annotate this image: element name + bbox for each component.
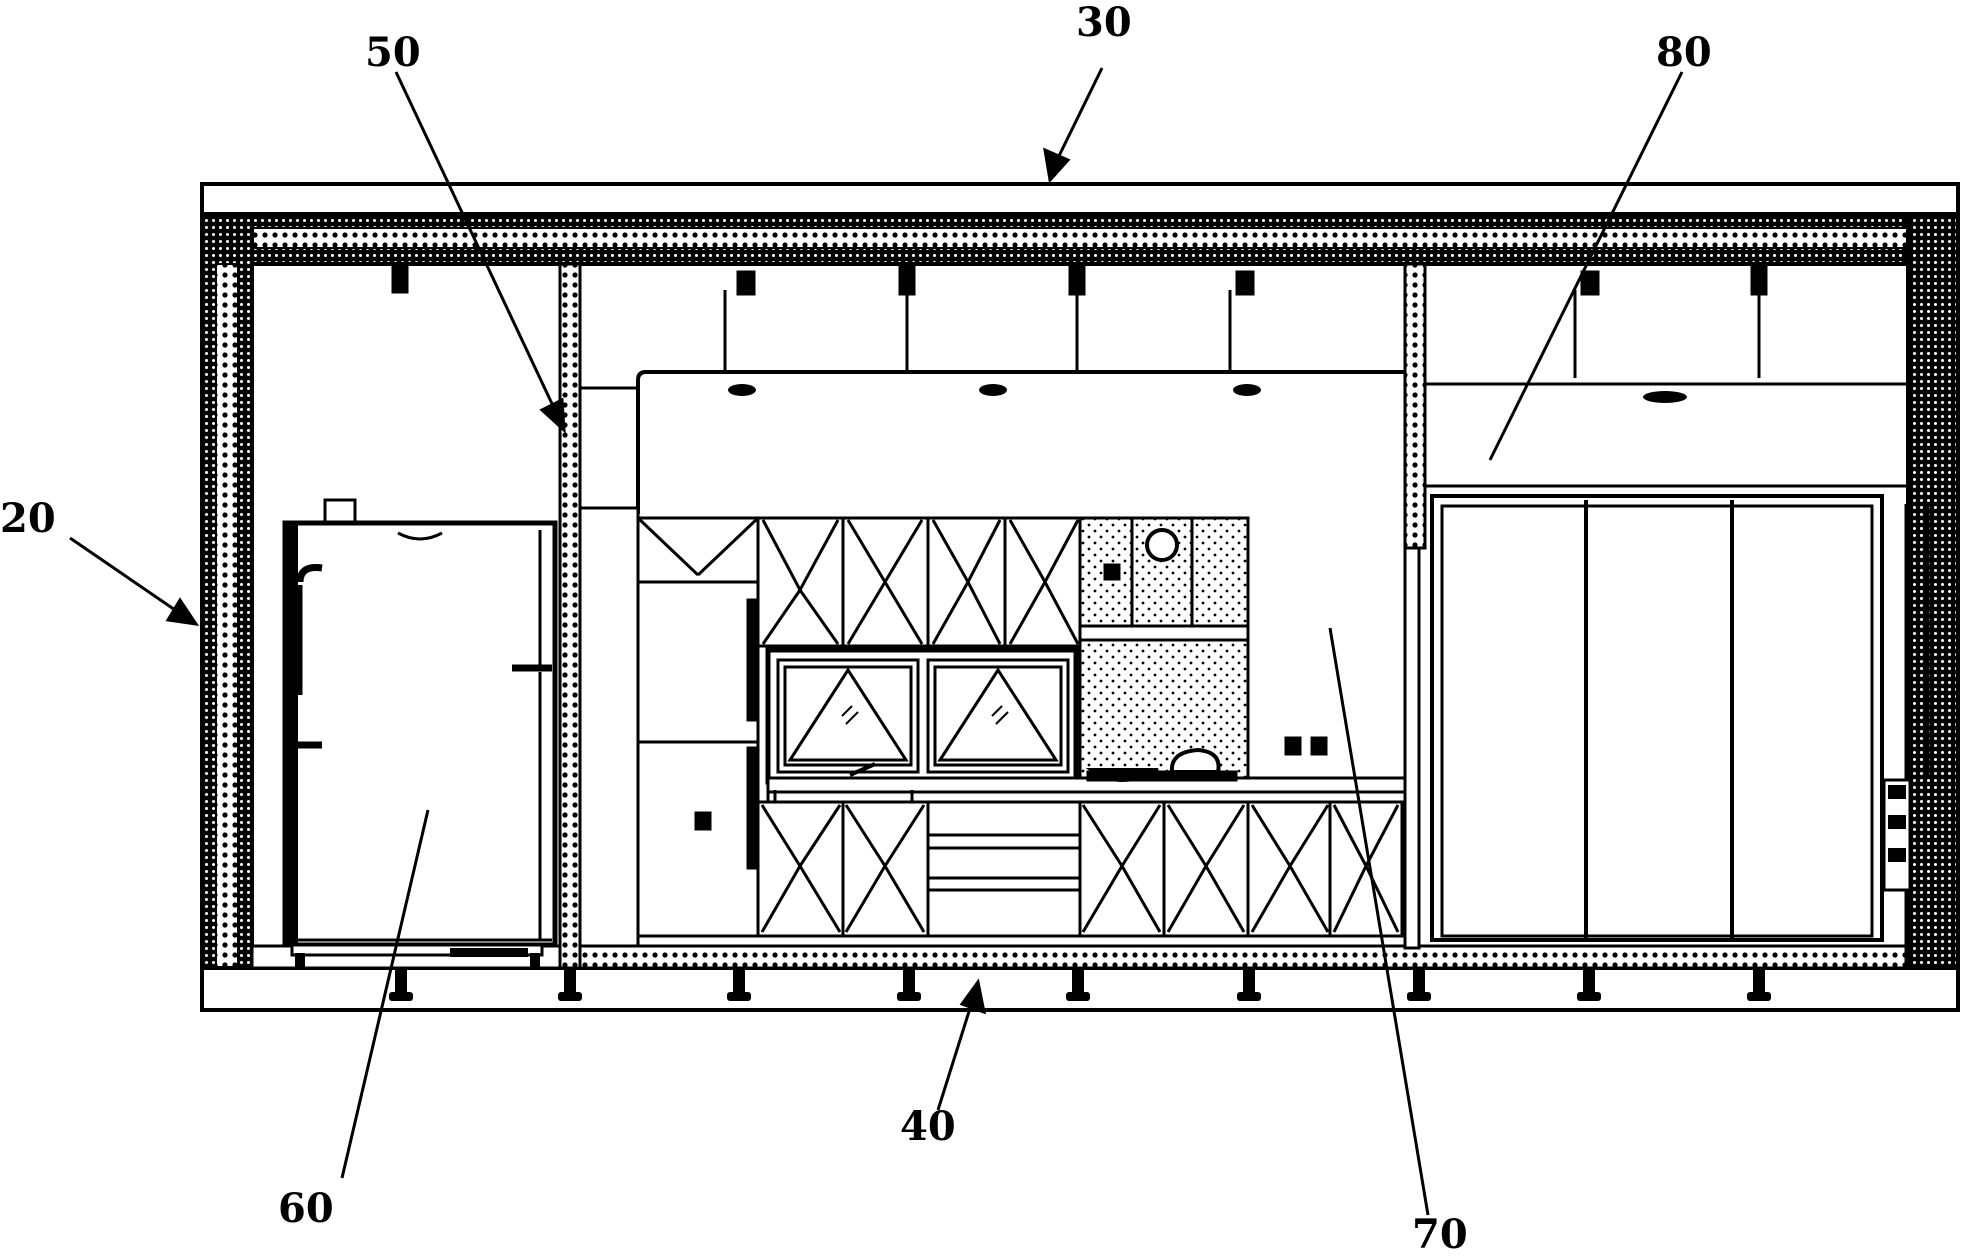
label-40: 40 [900, 1103, 956, 1150]
right-wall [1908, 214, 1958, 1010]
roof-panel [202, 184, 1958, 214]
label-70: 70 [1412, 1211, 1468, 1252]
ceiling-lights [728, 384, 1687, 403]
label-30: 30 [1076, 0, 1132, 46]
label-20: 20 [0, 495, 56, 542]
label-50: 50 [365, 29, 421, 76]
kitchen-cabinets [638, 518, 1405, 946]
label-80: 80 [1656, 29, 1712, 76]
wardrobe [1432, 496, 1928, 968]
refrigerator [285, 500, 555, 967]
label-60: 60 [278, 1185, 334, 1232]
